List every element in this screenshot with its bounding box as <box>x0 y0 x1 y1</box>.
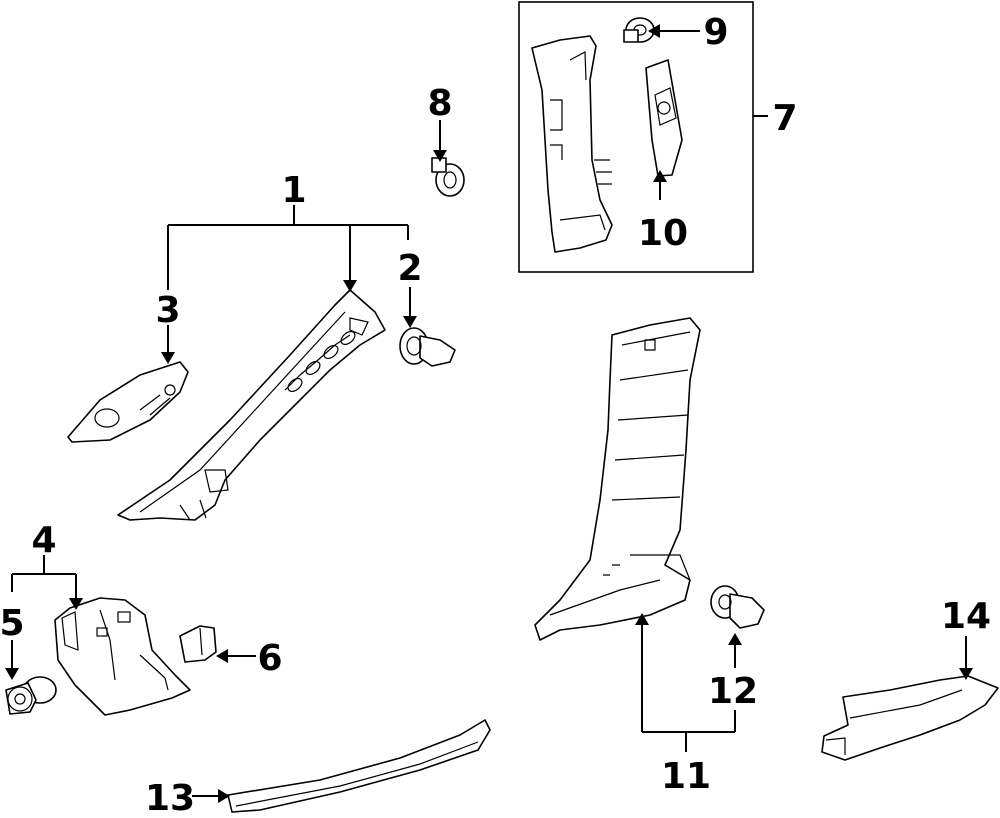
callout-8: 8 <box>427 83 452 124</box>
part-9-clip <box>623 17 655 43</box>
part-6-bracket <box>179 625 217 663</box>
part-11-lower-garnish <box>534 317 701 641</box>
callout-13: 13 <box>145 778 195 818</box>
leader-lines <box>11 30 967 797</box>
callout-5: 5 <box>0 603 25 644</box>
callout-14: 14 <box>941 596 991 637</box>
part-8-clip <box>431 157 465 197</box>
part-7-upper-garnish <box>531 35 613 253</box>
callout-10: 10 <box>638 213 688 254</box>
callout-11: 11 <box>661 756 711 797</box>
part-3-cover <box>67 361 189 443</box>
callout-3: 3 <box>155 290 180 331</box>
callout-4: 4 <box>31 520 56 561</box>
part-13-scuff-plate <box>227 719 491 813</box>
arrowheads <box>5 24 973 803</box>
part-1-pillar-garnish <box>117 289 386 521</box>
part-7-box <box>518 1 754 273</box>
callout-12: 12 <box>708 671 758 712</box>
part-5-clip <box>5 676 57 715</box>
callout-7: 7 <box>772 98 797 139</box>
callout-6: 6 <box>257 638 282 679</box>
callout-1: 1 <box>281 170 306 211</box>
callout-labels: 1 2 3 4 5 6 7 8 9 10 11 12 13 14 <box>0 12 991 818</box>
part-2-clip <box>399 327 456 367</box>
part-12-clip <box>710 585 765 629</box>
part-4-kick-panel <box>54 597 191 716</box>
callout-2: 2 <box>397 248 422 289</box>
callout-9: 9 <box>703 12 728 53</box>
part-14-rear-scuff <box>821 675 999 761</box>
part-10-plate <box>645 59 683 177</box>
